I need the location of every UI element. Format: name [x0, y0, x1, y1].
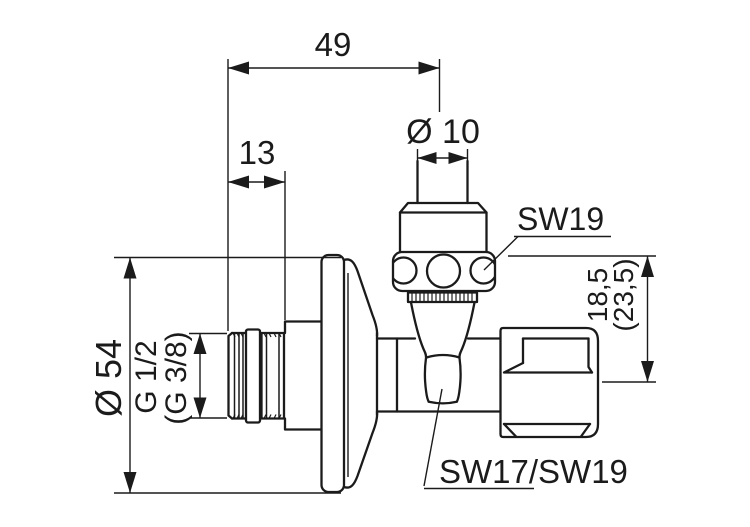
arrowhead-up	[641, 256, 654, 277]
label-bonnet-wrench: SW19	[483, 201, 611, 271]
dimension-value: Ø 10	[406, 113, 480, 151]
outlet-nut-outline	[499, 326, 600, 439]
label-body-wrench: SW17/SW19	[423, 388, 628, 490]
knurled-ring	[391, 250, 497, 293]
wrench-size-label: SW17/SW19	[439, 453, 628, 490]
valve-outlet-nut	[499, 326, 600, 439]
rosette-plate	[320, 253, 346, 494]
arrowhead-left	[228, 175, 249, 189]
arrowhead-down	[641, 361, 654, 382]
leader-line	[483, 236, 519, 271]
compression-nut	[398, 201, 488, 254]
dimension-value: 18,5	[582, 268, 613, 323]
valve-top-connection	[391, 159, 497, 304]
body-neck-and-hex	[409, 301, 476, 405]
knurl-ball	[393, 256, 418, 285]
arrowhead-right	[418, 61, 440, 75]
arrowhead-down	[123, 472, 137, 493]
thread-tip	[227, 331, 234, 420]
dimension-value: 13	[239, 134, 276, 171]
thread-size-alt-label: (G 3/8)	[160, 331, 193, 424]
dimension-value: 49	[315, 26, 352, 63]
knurl-ball	[469, 256, 495, 285]
dimension-inlet-thread: G 1/2 (G 3/8)	[130, 331, 227, 425]
inlet-collar	[283, 320, 323, 431]
arrowhead-down	[193, 397, 207, 418]
thread-section	[260, 331, 286, 420]
dimension-thread-length: 13	[228, 134, 286, 320]
rosette-cone-bottom	[342, 410, 379, 489]
arrowhead-left	[228, 61, 249, 75]
band-outline	[406, 291, 479, 304]
arrowhead-left	[417, 152, 437, 164]
dimension-rosette-diameter: Ø 54	[88, 256, 341, 494]
arrowhead-right	[264, 175, 285, 189]
arrowhead-up	[193, 333, 207, 354]
valve-rosette	[320, 253, 379, 494]
dimension-alt-value: (23,5)	[608, 258, 639, 331]
leader-line	[423, 388, 443, 487]
thread-serrations	[232, 332, 282, 419]
dimension-overall-width: 49	[227, 26, 441, 331]
dimension-outlet-offset: 18,5 (23,5)	[508, 255, 656, 383]
thread-size-label: G 1/2	[130, 340, 163, 413]
arrowhead-up	[123, 257, 137, 279]
valve-inlet-thread	[227, 320, 323, 431]
knurl-ball	[425, 253, 462, 289]
rosette-cone-top	[342, 258, 379, 338]
nut-inner-right	[587, 337, 594, 374]
knurl-balls	[393, 253, 495, 289]
arrowhead-right	[448, 152, 468, 164]
dimension-pipe-diameter: Ø 10	[406, 113, 480, 164]
nut-bottom-chamfers	[502, 422, 592, 438]
hex-top-edge	[425, 353, 461, 359]
bonnet-thread-band	[406, 291, 479, 304]
valve-body	[375, 301, 502, 413]
dimension-value: Ø 54	[88, 339, 129, 417]
nut-chamfer-line	[502, 361, 594, 374]
thread-relief-ring	[244, 328, 262, 424]
wrench-size-label: SW19	[517, 201, 604, 237]
